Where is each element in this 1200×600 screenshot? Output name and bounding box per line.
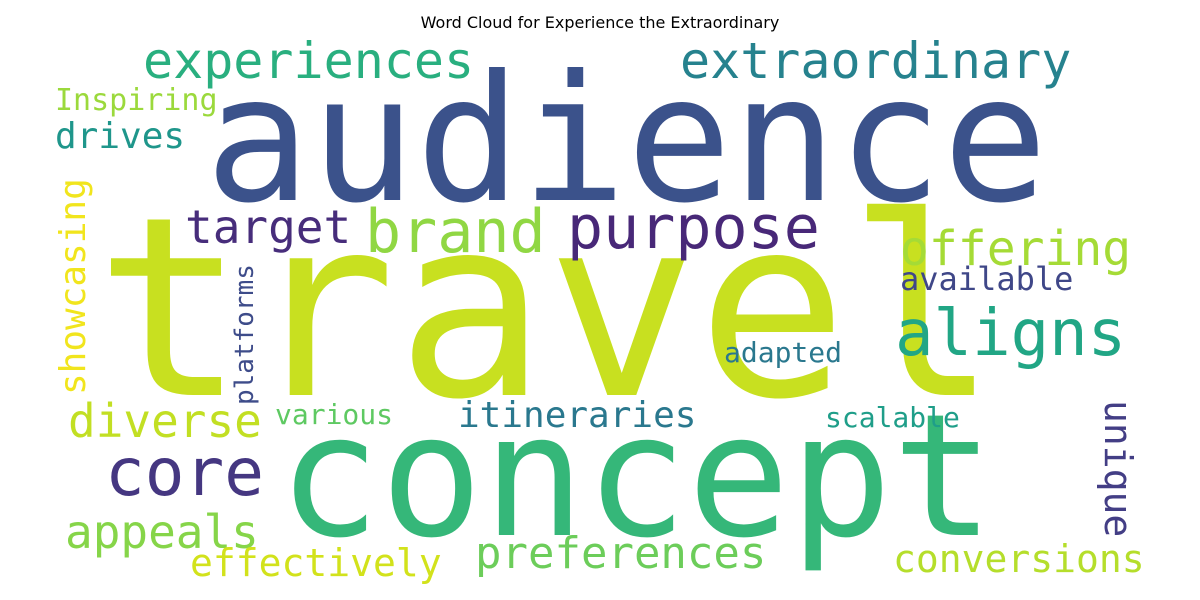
word-scalable: scalable xyxy=(825,401,960,434)
word-diverse: diverse xyxy=(68,394,262,448)
word-purpose: purpose xyxy=(567,193,820,263)
word-audience: audience xyxy=(205,39,1048,242)
word-unique: unique xyxy=(1096,400,1140,537)
word-effectively: effectively xyxy=(190,541,442,585)
word-platforms: platforms xyxy=(230,264,260,405)
word-appeals: appeals xyxy=(65,505,259,559)
word-showcasing: showcasing xyxy=(53,178,94,395)
word-preferences: preferences xyxy=(475,528,766,579)
word-target: target xyxy=(185,200,351,254)
word-aligns: aligns xyxy=(895,297,1126,371)
word-various: various xyxy=(275,398,393,431)
word-brand: brand xyxy=(365,197,546,267)
word-inspiring: Inspiring xyxy=(55,83,218,118)
word-offering: offering xyxy=(900,221,1131,277)
word-core: core xyxy=(105,434,264,511)
word-adapted: adapted xyxy=(724,336,842,369)
chart-title: Word Cloud for Experience the Extraordin… xyxy=(421,13,780,32)
word-extraordinary: extraordinary xyxy=(680,32,1071,90)
word-available: available xyxy=(900,260,1073,298)
word-concept: concept xyxy=(278,378,994,576)
word-conversions: conversions xyxy=(893,537,1145,581)
word-itineraries: itineraries xyxy=(458,395,696,436)
word-travel: travel xyxy=(95,163,998,454)
word-drives: drives xyxy=(55,116,185,157)
word-experiences: experiences xyxy=(143,32,474,90)
